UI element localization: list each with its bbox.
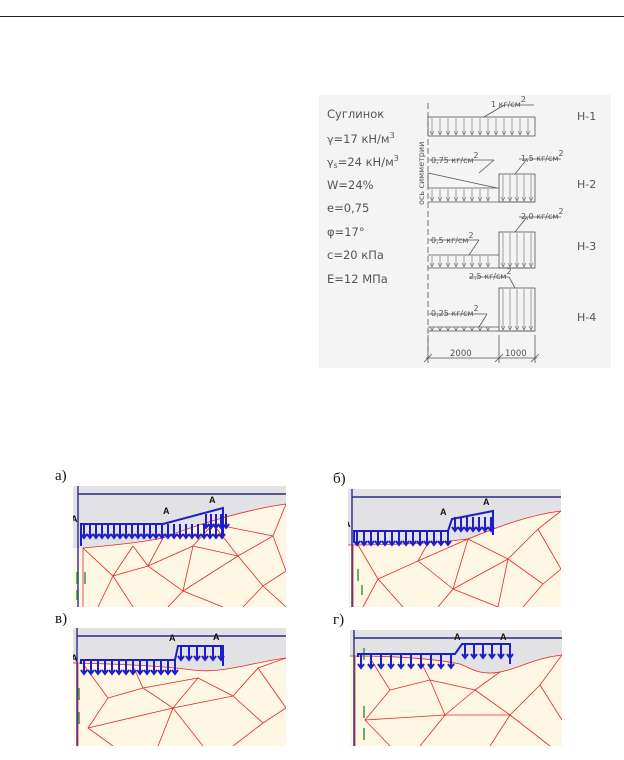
node-marker: A (73, 653, 78, 663)
soil-c: c=20 кПа (327, 248, 384, 262)
fe-mesh-a: A A A (73, 486, 286, 607)
node-marker: A (163, 506, 170, 516)
load-label: 1,5 кг/см2 (521, 149, 564, 163)
load-name-h3: Н-3 (577, 240, 597, 253)
load-diagram-h1 (427, 104, 536, 137)
load-label: 2,5 кг/см2 (469, 267, 512, 281)
load-scheme: Суглинок γ=17 кН/м3 γs=24 кН/м3 W=24% e=… (319, 95, 611, 368)
panel-label-v: в) (55, 611, 68, 627)
node-marker: A (213, 632, 220, 642)
node-marker: A (73, 514, 78, 524)
load-name-h1: Н-1 (577, 110, 597, 123)
node-marker: A (169, 633, 176, 643)
node-marker: A (348, 519, 351, 529)
dimension-1000: 1000 (505, 349, 527, 359)
node-marker: A (483, 497, 490, 507)
load-diagrams (423, 103, 561, 363)
fe-mesh-g: A A (350, 630, 562, 746)
fe-panel-a: A A A (73, 486, 286, 607)
soil-name: Суглинок (327, 107, 385, 121)
dimension-2000: 2000 (450, 349, 472, 359)
load-diagram-h4 (428, 276, 536, 332)
load-diagram-h2 (427, 158, 561, 203)
load-name-h4: Н-4 (577, 311, 597, 324)
soil-e: e=0,75 (327, 201, 370, 215)
load-diagram-h3 (428, 216, 561, 269)
soil-w: W=24% (327, 177, 374, 192)
panel-label-a: а) (55, 468, 67, 484)
load-label: 1 кг/см2 (491, 95, 526, 109)
soil-gamma: γ=17 кН/м3 (327, 130, 395, 146)
load-label: 0,75 кг/см2 (431, 151, 479, 165)
fe-panel-v: A A A (73, 628, 286, 746)
fe-mesh-v: A A A (73, 628, 286, 746)
fe-panel-g: A A (350, 630, 562, 746)
soil-gamma-s: γs=24 кН/м3 (327, 154, 399, 170)
symmetry-axis-label: ось симметрии (417, 141, 426, 205)
node-marker: A (454, 632, 461, 642)
fe-panel-b: A A A (348, 489, 561, 607)
fe-mesh-b: A A A (348, 489, 561, 607)
dimension-line (423, 335, 540, 363)
node-marker: A (209, 495, 216, 505)
top-rule (0, 16, 624, 17)
load-label: 0,5 кг/см2 (431, 231, 474, 245)
load-label: 0,25 кг/см2 (431, 304, 479, 318)
panel-label-b: б) (333, 471, 346, 487)
panel-label-g: г) (333, 612, 345, 628)
soil-properties: Суглинок γ=17 кН/м3 γs=24 кН/м3 W=24% e=… (327, 107, 399, 295)
soil-phi: φ=17° (327, 224, 365, 239)
node-marker: A (500, 632, 507, 642)
soil-E: E=12 МПа (327, 271, 388, 286)
load-label: 2,0 кг/см2 (521, 207, 564, 221)
node-marker: A (440, 507, 447, 517)
load-name-h2: Н-2 (577, 178, 597, 191)
